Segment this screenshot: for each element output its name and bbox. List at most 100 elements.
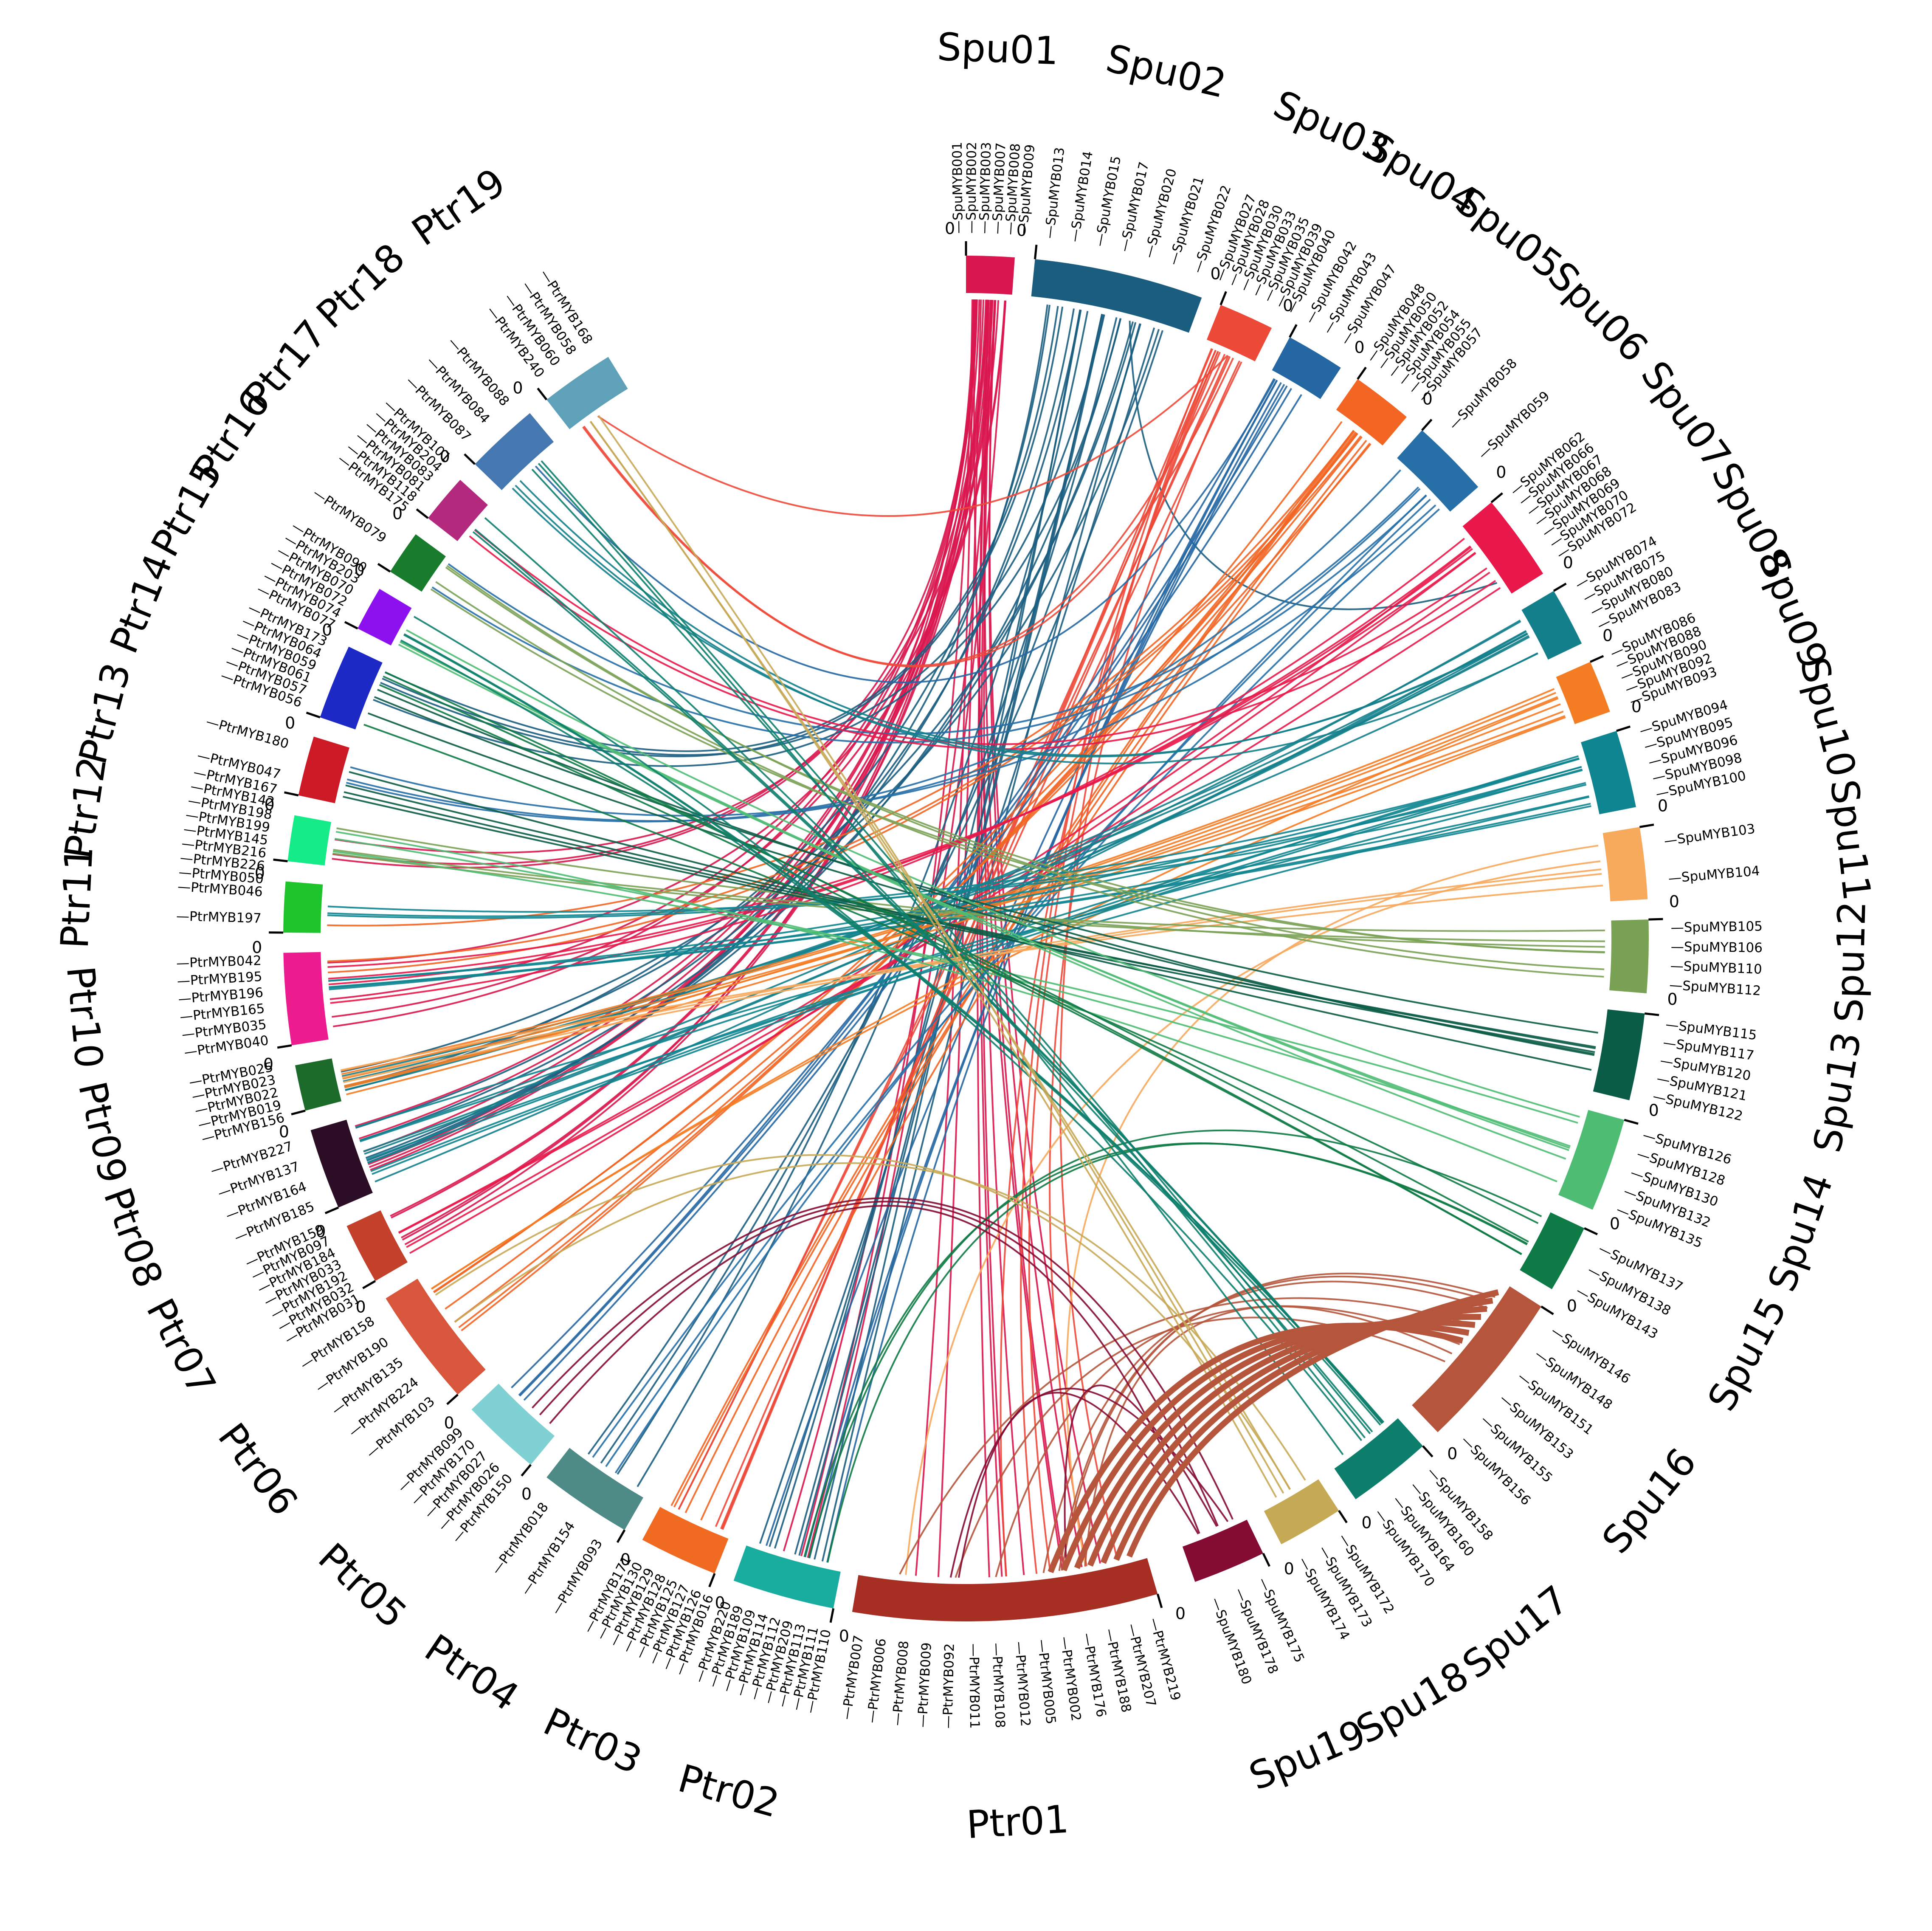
synteny-link xyxy=(346,488,1421,822)
chromosome-start-tick xyxy=(1421,419,1433,431)
synteny-link xyxy=(1129,321,1498,610)
synteny-link xyxy=(541,460,1371,1435)
chromosome-start-tick xyxy=(277,1044,292,1049)
gene-label: —PtrMYB103 xyxy=(363,1394,438,1461)
zero-tick-label: 0 xyxy=(1175,1604,1186,1623)
synteny-link xyxy=(327,769,1583,919)
chromosome-label: Ptr04 xyxy=(417,1626,527,1720)
synteny-link xyxy=(328,758,1580,982)
synteny-link xyxy=(549,1205,1200,1534)
synteny-link xyxy=(345,784,1596,1049)
synteny-link xyxy=(587,330,1163,1455)
chromosome-start-tick xyxy=(362,1280,376,1289)
gene-label: —SpuMYB112 xyxy=(1669,977,1761,998)
synteny-link xyxy=(332,300,1007,1018)
chromosome-start-tick xyxy=(1490,492,1503,503)
zero-tick-label: 0 xyxy=(355,1298,366,1316)
synteny-link xyxy=(398,546,1472,1234)
synteny-link xyxy=(582,358,1234,668)
synteny-link xyxy=(355,784,1587,1128)
chromosome-label: Spu07 xyxy=(1632,353,1740,478)
chromosome-start-tick xyxy=(324,1207,339,1215)
synteny-link xyxy=(590,420,1277,1498)
chromosome-label: Spu10 xyxy=(1791,653,1864,781)
chromosome-spu01 xyxy=(966,256,1015,295)
synteny-link xyxy=(798,314,1104,1556)
chromosome-label: Ptr09 xyxy=(70,1077,135,1187)
chromosome-label: Ptr05 xyxy=(310,1535,415,1637)
gene-label: —PtrMYB092 xyxy=(940,1643,957,1728)
synteny-link xyxy=(715,361,1242,1527)
synteny-link xyxy=(614,494,1427,1474)
chromosome-ptr17 xyxy=(428,479,488,541)
chromosome-spu12 xyxy=(1609,919,1649,993)
synteny-link xyxy=(336,827,1605,948)
gene-label: —PtrMYB008 xyxy=(889,1640,912,1726)
chromosome-spu13 xyxy=(1593,1009,1645,1100)
synteny-link xyxy=(808,382,1282,1559)
chromosome-start-tick xyxy=(1219,291,1227,305)
chromosome-start-tick xyxy=(416,508,429,519)
zero-tick-label: 0 xyxy=(839,1627,849,1646)
synteny-link xyxy=(327,552,1476,968)
chromosome-spu06 xyxy=(1397,430,1479,512)
gene-label: —PtrMYB042 xyxy=(176,953,262,971)
synteny-link xyxy=(765,380,1278,1546)
zero-tick-label: 0 xyxy=(1610,1214,1620,1233)
synteny-link xyxy=(332,852,1605,942)
zero-tick-label: 0 xyxy=(1447,1444,1457,1463)
synteny-link xyxy=(826,380,1278,1563)
chromosome-ptr15 xyxy=(358,589,412,646)
chromosome-label: Spu02 xyxy=(1102,36,1230,107)
chromosome-ptr10 xyxy=(283,952,329,1046)
synteny-link xyxy=(332,850,1578,1124)
synteny-link xyxy=(980,300,1007,1577)
chromosome-spu02 xyxy=(1031,259,1202,333)
synteny-link xyxy=(343,630,1527,1082)
synteny-link xyxy=(803,1142,1528,1557)
gene-label: —PtrMYB012 xyxy=(1011,1641,1033,1727)
zero-tick-label: 0 xyxy=(1602,626,1613,645)
chromosome-label: Ptr03 xyxy=(537,1699,648,1783)
synteny-link xyxy=(346,715,1566,1096)
gene-label: —SpuMYB015 xyxy=(1092,155,1124,248)
synteny-link xyxy=(384,306,1059,752)
synteny-link xyxy=(539,1201,1219,1527)
labels: 0Ptr01—PtrMYB219—PtrMYB207—PtrMYB188—Ptr… xyxy=(53,25,1879,1847)
synteny-link xyxy=(1058,1275,1493,1571)
chromosome-label: Ptr10 xyxy=(58,964,111,1070)
chromosome-start-tick xyxy=(1338,1510,1348,1523)
zero-tick-label: 0 xyxy=(1669,892,1679,911)
synteny-link xyxy=(454,1162,1306,1481)
zero-tick-label: 0 xyxy=(1283,296,1293,315)
chromosome-ptr02 xyxy=(733,1545,841,1609)
synteny-link xyxy=(512,488,1528,758)
synteny-link xyxy=(383,675,1529,1243)
gene-label: —PtrMYB176 xyxy=(1079,1632,1109,1718)
synteny-link xyxy=(899,1297,1475,1575)
synteny-link xyxy=(332,299,977,865)
chromosome-start-tick xyxy=(344,621,358,630)
synteny-link xyxy=(515,485,1538,764)
synteny-link xyxy=(335,831,1557,1183)
chromosome-label: Ptr13 xyxy=(70,658,140,769)
synteny-link xyxy=(403,634,1381,1426)
chromosome-start-tick xyxy=(1553,583,1567,592)
gene-label: —SpuMYB002 xyxy=(963,142,980,234)
chromosome-start-tick xyxy=(1584,1227,1598,1235)
synteny-link xyxy=(592,499,1431,1458)
chromosome-label: Ptr14 xyxy=(101,548,181,660)
chromosome-spu14 xyxy=(1558,1110,1625,1210)
chromosome-label: Ptr17 xyxy=(235,312,335,419)
chromosome-start-tick xyxy=(306,711,321,719)
zero-tick-label: 0 xyxy=(513,378,523,397)
synteny-link xyxy=(374,696,1598,1034)
chromosome-label: Ptr12 xyxy=(56,754,115,862)
gene-label: —PtrMYB197 xyxy=(176,908,262,926)
chromosome-ptr11 xyxy=(283,881,323,933)
chromosome-label: Spu19 xyxy=(1243,1711,1372,1799)
synteny-link xyxy=(373,318,1122,767)
chromosome-spu19 xyxy=(1182,1519,1263,1582)
chromosome-label: Ptr08 xyxy=(95,1182,171,1293)
